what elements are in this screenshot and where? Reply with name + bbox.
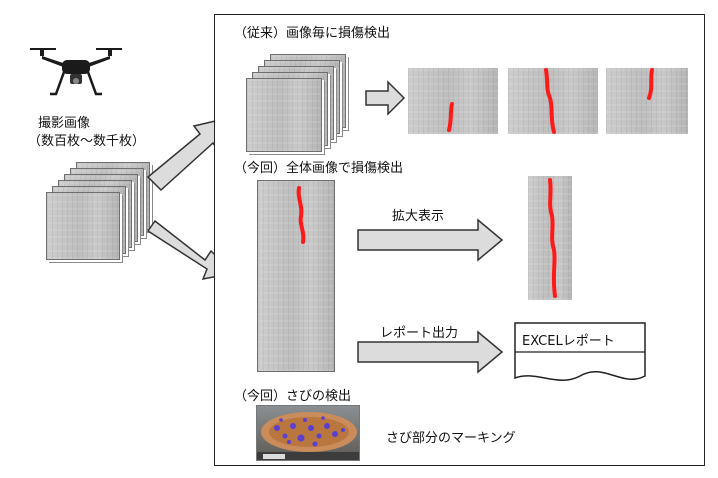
detection-result-image-1	[408, 68, 498, 134]
captured-images-label: 撮影画像	[38, 116, 91, 131]
crack-marking-overlay	[296, 186, 306, 244]
detection-result-image-3	[606, 68, 688, 134]
crack-marking-overlay	[447, 102, 454, 132]
rust-marking-overlay	[257, 412, 359, 460]
report-output-label: レポート出力	[380, 326, 459, 341]
crack-marking-overlay	[544, 68, 556, 134]
excel-report-title: EXCELレポート	[522, 334, 615, 349]
zoom-label: 拡大表示	[392, 209, 445, 224]
conventional-heading: （従来）画像毎に損傷検出	[234, 26, 391, 41]
rust-marking-description: さび部分のマーキング	[386, 431, 516, 446]
rust-photo	[256, 405, 360, 461]
panorama-image	[257, 180, 335, 372]
current-rust-heading: （今回）さびの検出	[234, 389, 352, 404]
captured-images-count: （数百枚～数千枚）	[28, 134, 146, 149]
current-whole-heading: （今回）全体画像で損傷検出	[234, 161, 404, 176]
excel-report-document	[514, 322, 646, 381]
captured-photo	[46, 192, 120, 260]
drone-icon	[30, 48, 122, 96]
input-photo	[246, 78, 322, 152]
crack-marking-overlay	[647, 68, 654, 100]
crack-marking-overlay	[548, 178, 557, 298]
